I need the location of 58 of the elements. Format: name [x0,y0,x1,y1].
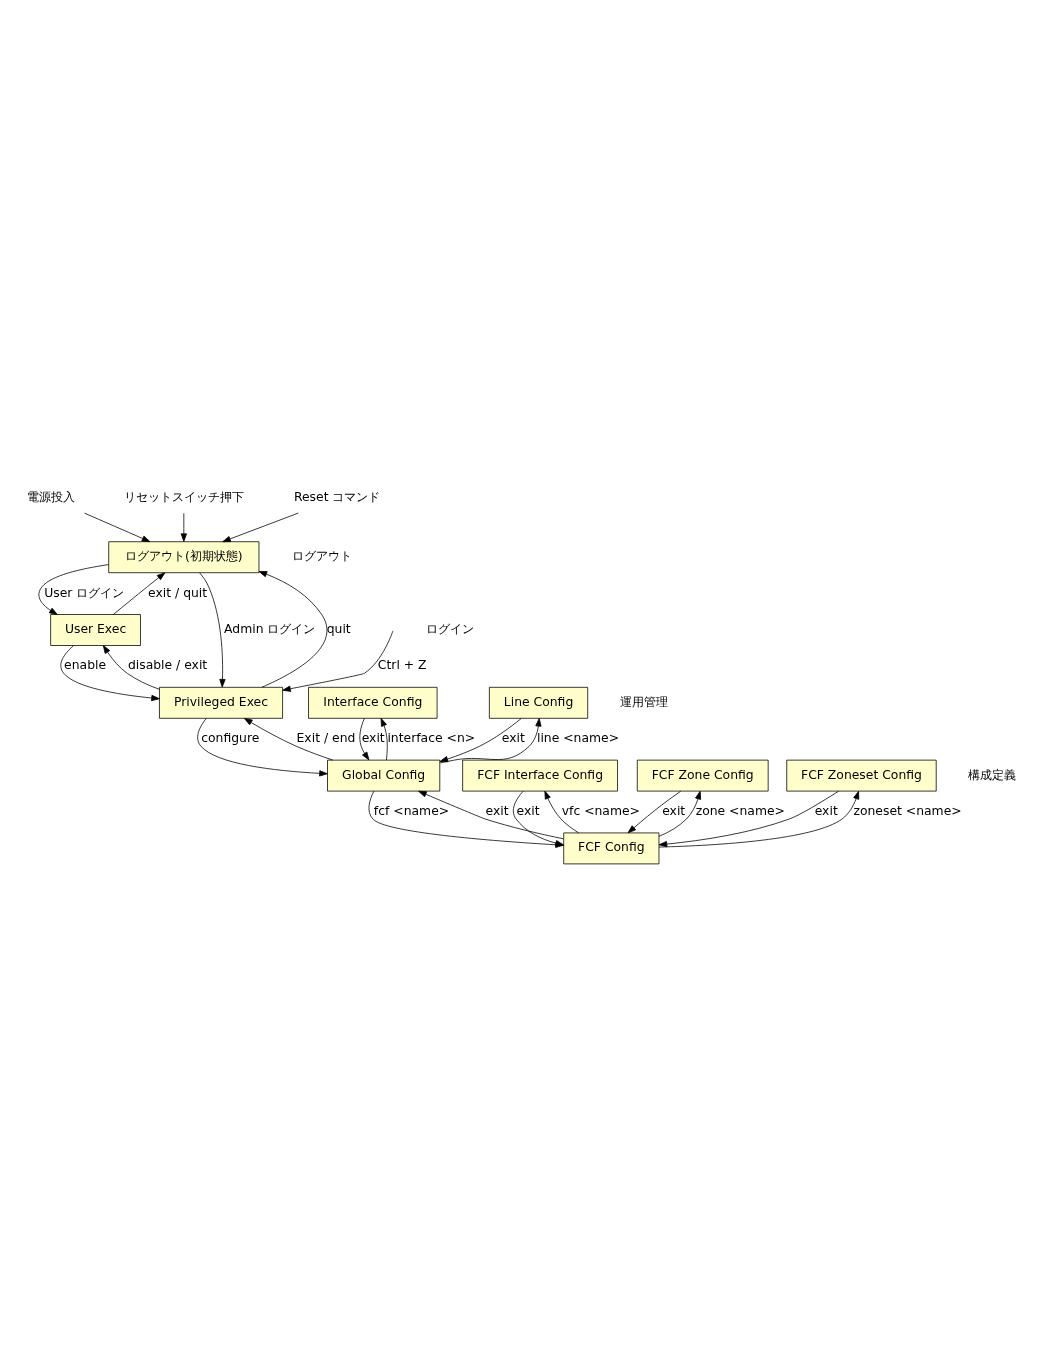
edge-label: exit [662,802,686,818]
arrow [244,718,334,761]
edge-label: interface <n> [387,730,476,746]
edge-label: line <name> [536,730,620,746]
edge-label: exit [516,802,540,818]
arrow [84,512,151,543]
arrow [197,717,328,777]
arrow [60,645,160,702]
arrow [258,571,328,688]
edge-label: quit [326,620,351,636]
label: ログイン [426,620,475,636]
label: ログアウト [292,548,353,564]
arrow [113,572,166,615]
edge-label: vfc <name> [561,802,641,818]
node-box: Global Config [327,759,441,792]
edge-label: exit / quit [148,584,208,600]
arrow [38,564,109,615]
node-box: ログアウト(初期状態) [108,541,260,574]
edge-label: exit [501,730,525,746]
edge-label: Exit / end [296,730,356,746]
edge-label: enable [64,657,107,673]
arrow [102,645,160,690]
node-box: FCF Zone Config [636,759,769,792]
arrow [199,572,226,688]
arrow [627,790,682,834]
edge-label: exit [485,802,509,818]
edge-label: exit [814,802,838,818]
arrow [439,718,542,764]
edge-label: Admin ログイン [224,620,316,636]
arrow [180,512,187,542]
edge-label: exit [361,730,385,746]
arrow [222,512,299,543]
node-text: Reset コマンド [293,488,381,504]
node-box: FCF Config [563,832,660,865]
edge-label: zone <name> [695,802,785,818]
arrow [544,790,580,834]
edge-label: disable / exit [127,657,208,673]
node-box: Line Config [488,686,589,719]
arrow [282,630,394,692]
node-text: リセットスイッチ押下 [123,488,244,504]
arrow [439,718,522,763]
node-box: FCF Zoneset Config [786,759,937,792]
arrow [418,790,564,840]
edge-label: configure [201,730,260,746]
arrow [359,717,370,761]
edge-label: zoneset <name> [853,802,962,818]
edge-label: Ctrl + Z [377,657,427,673]
node-box: User Exec [50,614,141,646]
arrow [380,717,388,761]
node-text: 電源投入 [26,488,75,504]
label: 運用管理 [619,693,668,709]
node-box: Privileged Exec [159,686,283,719]
edge-label: User ログイン [44,584,125,600]
arrow [658,790,702,837]
node-box: FCF Interface Config [462,759,618,792]
node-box: Interface Config [308,686,438,719]
label: 構成定義 [968,766,1017,782]
edge-label: fcf <name> [373,802,450,818]
